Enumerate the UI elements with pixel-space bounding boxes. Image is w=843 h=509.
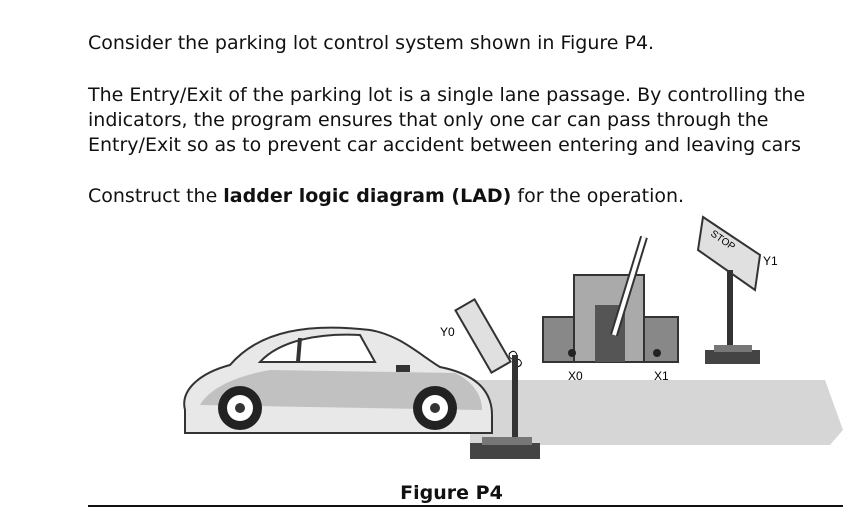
y1-label: Y1: [763, 254, 778, 268]
figure-caption: Figure P4: [400, 482, 503, 504]
description-text: The Entry/Exit of the parking lot is a s…: [88, 84, 806, 156]
intro-text: Consider the parking lot control system …: [88, 32, 655, 54]
task-text: Construct the ladder logic diagram (LAD)…: [88, 184, 684, 209]
car-illustration: [183, 326, 493, 434]
gate-barrier: [542, 235, 679, 363]
stop-sign: STOP: [696, 215, 762, 364]
parking-lot-figure: GO Y0 X0 X1 STOP Y1: [183, 215, 843, 459]
task-text-bold: ladder logic diagram (LAD): [223, 185, 512, 207]
x1-label: X1: [654, 369, 669, 383]
rear-wheel: [218, 386, 262, 430]
task-text-pre: Construct the: [88, 185, 224, 207]
go-sign: GO: [454, 297, 540, 459]
divider-line: [88, 505, 843, 507]
y0-label: Y0: [440, 325, 455, 339]
task-text-post: for the operation.: [511, 185, 685, 207]
front-wheel: [413, 386, 457, 430]
road-surface: [470, 380, 843, 445]
x0-label: X0: [568, 369, 583, 383]
